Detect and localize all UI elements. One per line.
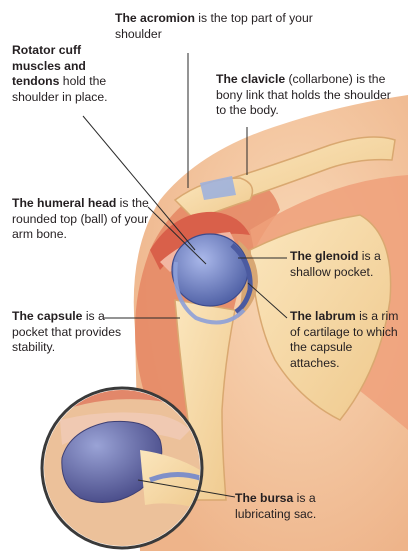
bursa-label: The bursa is a lubricating sac. — [235, 491, 360, 522]
humeral-head — [172, 234, 248, 306]
labrum-term: The labrum — [290, 309, 356, 323]
clavicle-label: The clavicle (collarbone) is the bony li… — [216, 72, 400, 119]
bursa-term: The bursa — [235, 491, 293, 505]
capsule-term: The capsule — [12, 309, 82, 323]
clavicle-term: The clavicle — [216, 72, 285, 86]
rotator-cuff-label: Rotator cuff muscles and tendons hold th… — [12, 43, 130, 105]
humeral-head-label: The humeral head is the rounded top (bal… — [12, 196, 152, 243]
labrum-label: The labrum is a rim of cartilage to whic… — [290, 309, 402, 371]
glenoid-term: The glenoid — [290, 249, 358, 263]
glenoid-label: The glenoid is a shallow pocket. — [290, 249, 402, 280]
humeral-head-term: The humeral head — [12, 196, 116, 210]
acromion-label: The acromion is the top part of your sho… — [115, 11, 315, 42]
acromion-term: The acromion — [115, 11, 195, 25]
capsule-label: The capsule is a pocket that provides st… — [12, 309, 142, 356]
